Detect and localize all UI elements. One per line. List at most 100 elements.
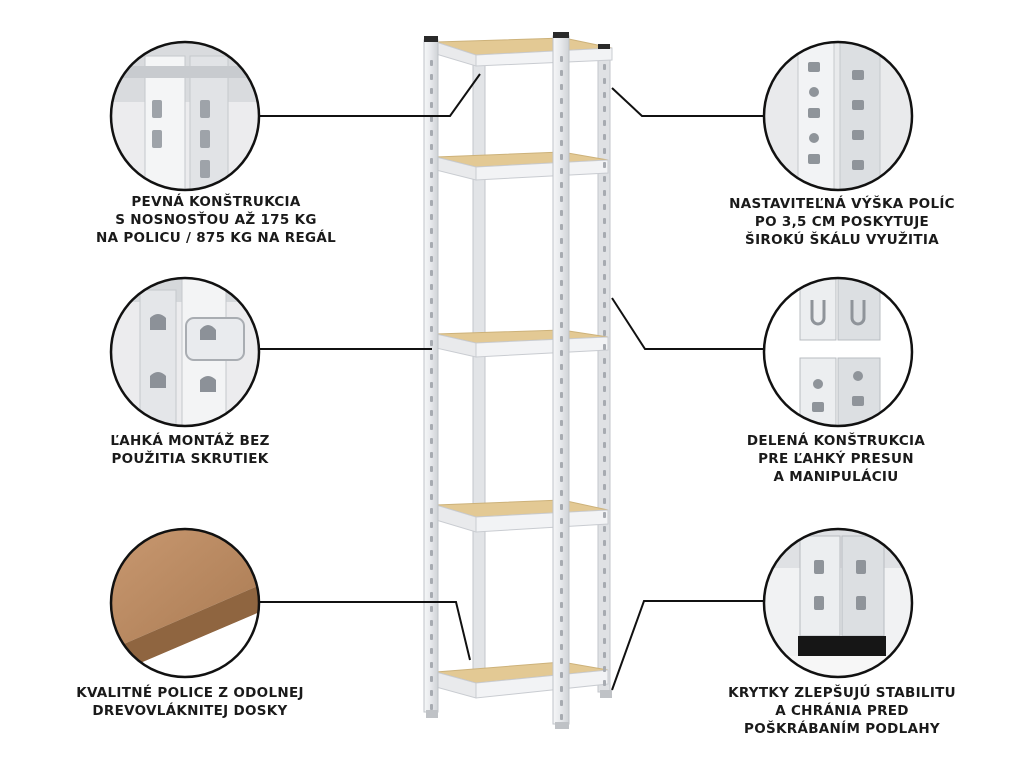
post-hole [603,148,606,154]
post-hole [560,308,563,314]
post-hole [430,214,433,220]
post-hole [603,190,606,196]
post-hole [560,196,563,202]
caption-easy-assembly: ĽAHKÁ MONTÁŽ BEZ POUŽITIA SKRUTIEK [40,432,340,468]
detail-circle-border [109,527,261,679]
post-hole [603,344,606,350]
post-hole [430,284,433,290]
caption-line: POŠKRÁBANÍM PODLAHY [744,721,940,737]
post-hole [603,260,606,266]
post-hole [430,340,433,346]
callout-line-adjustable [611,87,763,117]
post-hole [560,294,563,300]
post-hole [603,526,606,532]
post-hole [430,186,433,192]
post-hole [603,106,606,112]
post-hole [430,88,433,94]
post-hole [430,676,433,682]
post-hole [560,112,563,118]
post-hole [603,512,606,518]
post-hole [430,242,433,248]
post-hole [560,322,563,328]
detail-circle-split [764,278,912,426]
foot-cap [600,690,612,698]
detail-circle-border [109,276,261,428]
foot-cap [426,710,438,718]
post-hole [430,172,433,178]
post-hole [430,326,433,332]
post-hole [560,630,563,636]
post-hole [603,120,606,126]
post-hole [430,592,433,598]
post-hole [430,480,433,486]
post-hole [430,144,433,150]
post-hole [430,74,433,80]
post-hole [560,504,563,510]
post-hole [430,578,433,584]
post-hole [603,134,606,140]
shelf-3 [435,329,609,358]
detail-circle-border [762,40,914,192]
caption-line: A CHRÁNIA PRED [775,703,909,719]
detail-circle-shelves [111,529,259,677]
post-hole [560,532,563,538]
callout-line-split [611,297,763,350]
post-hole [560,434,563,440]
post-hole [430,634,433,640]
detail-circle-assembly [111,278,259,426]
post-hole [603,78,606,84]
post-hole [603,302,606,308]
post-hole [430,620,433,626]
post-hole [603,666,606,672]
detail-circle-adjustable [764,42,912,190]
post-hole [560,224,563,230]
post-hole [430,564,433,570]
caption-line: KRYTKY ZLEPŠUJÚ STABILITU [728,685,956,701]
post-hole [603,162,606,168]
post-hole [560,490,563,496]
caption-line: A MANIPULÁCIU [773,469,899,485]
post-hole [603,288,606,294]
post-hole [560,420,563,426]
post-hole [560,714,563,720]
post-hole [560,588,563,594]
post-hole [603,246,606,252]
post-hole [430,438,433,444]
post-hole [430,312,433,318]
post-hole [430,466,433,472]
post-hole [560,406,563,412]
post-hole [603,596,606,602]
post-hole [560,154,563,160]
caption-line: POUŽITIA SKRUTIEK [111,451,269,467]
callout-line-sturdy [260,73,481,117]
post-hole [603,470,606,476]
post-cap [553,32,569,38]
post-hole [560,140,563,146]
post-hole [560,546,563,552]
post-hole [560,238,563,244]
post-hole [560,462,563,468]
post-hole [603,484,606,490]
post-hole [430,200,433,206]
post-hole [560,476,563,482]
post-hole [560,252,563,258]
foot-cap [555,722,569,729]
shelf-5 [435,661,609,699]
rear-post-left [472,57,486,693]
post-hole [603,218,606,224]
post-hole [430,410,433,416]
post-hole [603,204,606,210]
post-hole [603,428,606,434]
post-hole [560,336,563,342]
post-hole [560,658,563,664]
post-hole [430,494,433,500]
post-hole [603,316,606,322]
detail-circle-border [109,40,261,192]
post-hole [560,350,563,356]
post-hole [560,672,563,678]
post-hole [603,652,606,658]
post-hole [430,368,433,374]
post-hole [560,280,563,286]
post-hole [603,568,606,574]
post-hole [603,610,606,616]
